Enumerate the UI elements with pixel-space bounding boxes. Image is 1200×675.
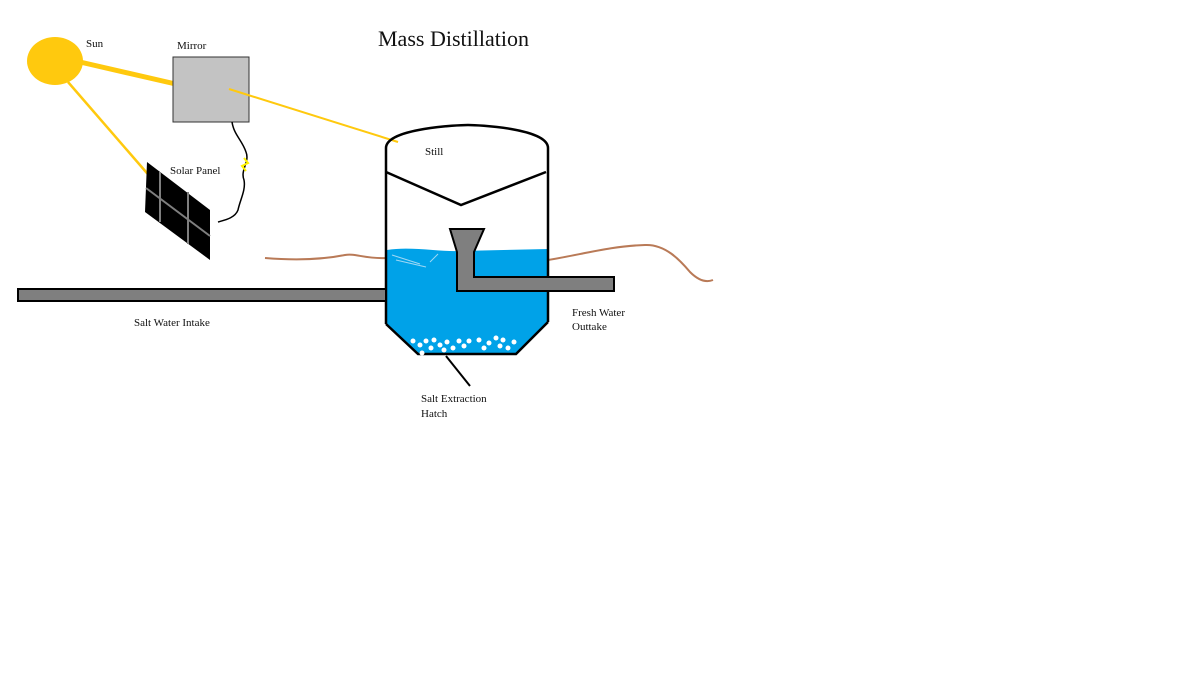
salt-hatch-label-line1: Salt Extraction [421,393,487,405]
sun-ray-to-mirror [79,59,181,88]
ground-line-left [264,253,387,261]
water-ripples [391,253,439,268]
fresh-water-outtake-label-line1: Fresh Water [572,307,625,319]
ground-line-right [547,243,714,282]
salt-hatch-label-line2: Hatch [421,408,448,420]
salt-water-intake-pipe [17,288,387,302]
mirror [172,56,250,123]
salt-water-intake-label: Salt Water Intake [134,317,210,329]
sun-icon [27,37,83,85]
diagram-title: Mass Distillation [378,26,529,51]
spark-icon [240,157,250,172]
mirror-label: Mirror [177,40,207,52]
solar-panel-label: Solar Panel [170,165,220,177]
still-label: Still [425,146,443,158]
water [387,248,548,353]
salt-particles [410,335,517,356]
salt-hatch-pointer [445,355,471,387]
sun-label: Sun [86,38,104,50]
fresh-water-outtake-pipe [448,228,615,292]
fresh-water-outtake-label-line2: Outtake [572,321,607,333]
power-wire [217,121,248,223]
reflected-ray [228,88,399,143]
solar-panel [145,162,211,260]
